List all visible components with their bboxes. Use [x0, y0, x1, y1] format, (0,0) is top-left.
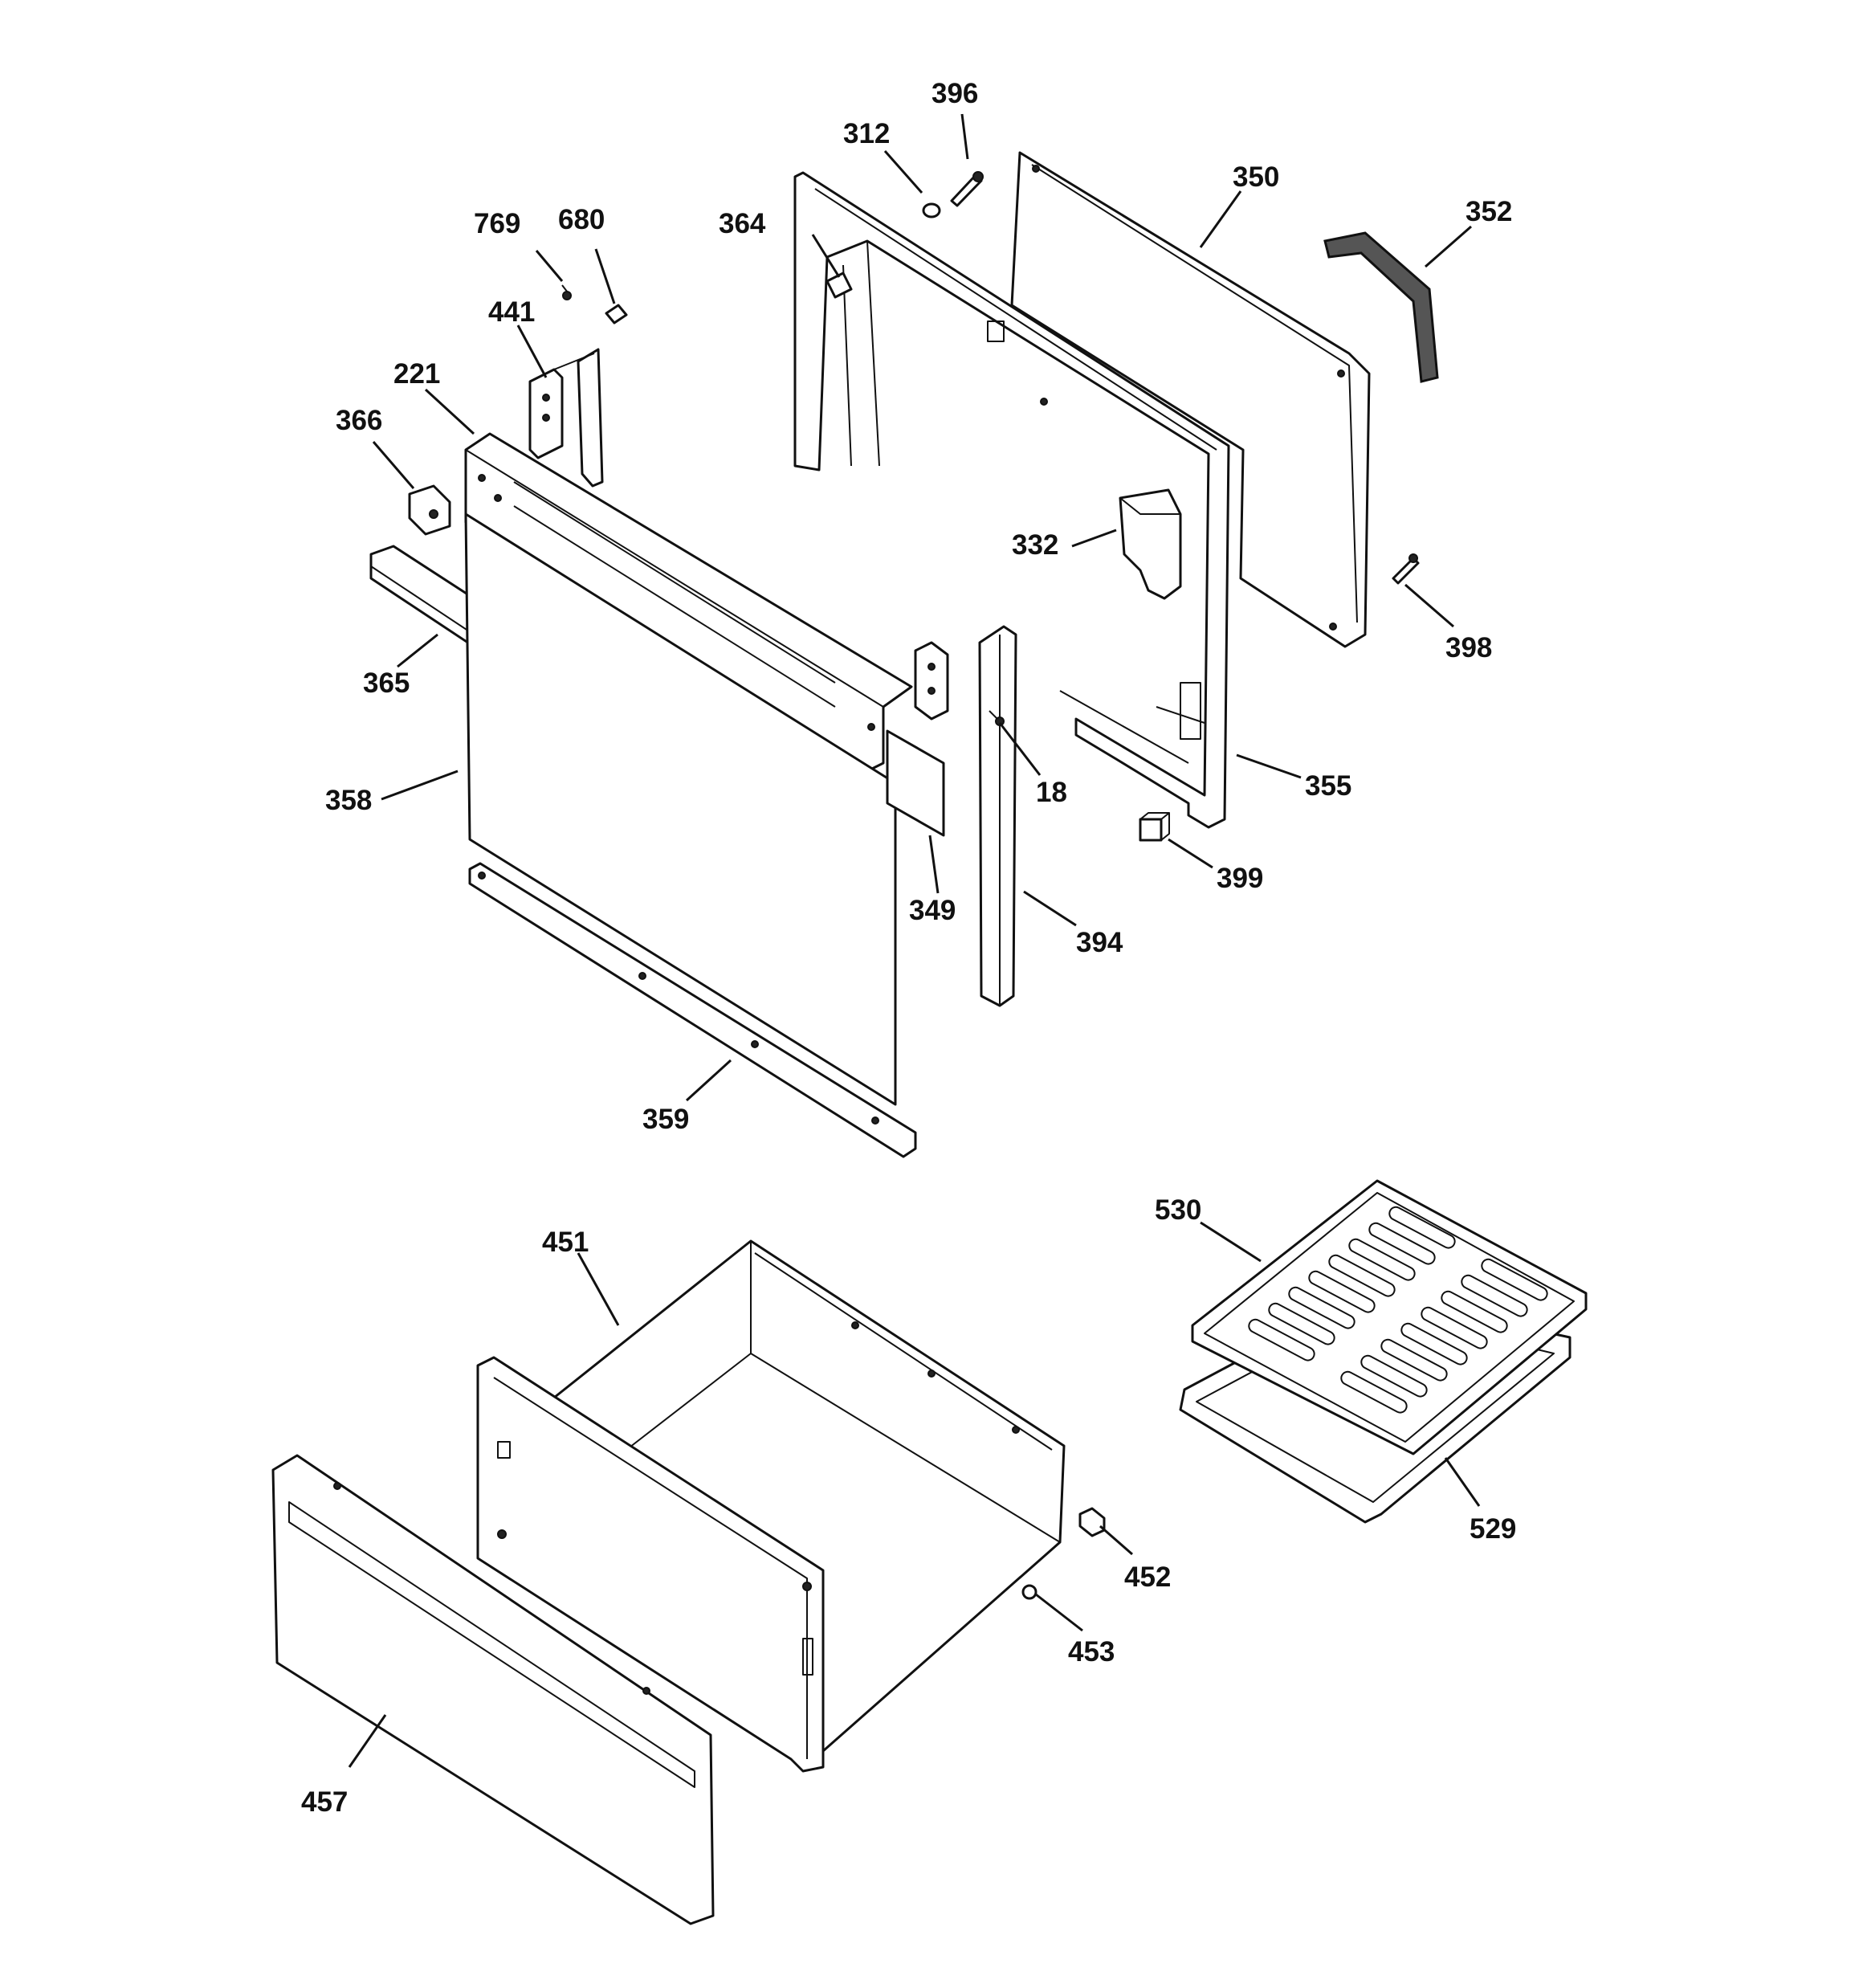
part-366-knob [408, 484, 451, 536]
part-352-gasket [1323, 231, 1439, 383]
part-453-screw [1021, 1584, 1037, 1600]
part-394-side-trim [978, 625, 1017, 1007]
callout-350: 350 [1233, 161, 1279, 193]
callout-365: 365 [363, 667, 410, 699]
grid-slots [1248, 1206, 1548, 1414]
callout-221: 221 [393, 358, 440, 390]
part-312-washer [922, 202, 941, 218]
callout-453: 453 [1068, 1636, 1115, 1668]
callout-labels: 396 312 350 352 364 769 680 441 221 366 … [301, 78, 1516, 1818]
part-332-insulation [1119, 488, 1182, 600]
callout-18: 18 [1036, 777, 1067, 808]
callout-398: 398 [1445, 632, 1492, 663]
callout-396: 396 [932, 78, 978, 109]
part-441-bracket [528, 348, 604, 488]
part-769-screw [561, 284, 572, 300]
callout-349: 349 [909, 895, 956, 926]
part-350-door-panel [1010, 151, 1371, 648]
callout-355: 355 [1305, 770, 1351, 802]
callout-358: 358 [325, 785, 372, 816]
callout-359: 359 [642, 1104, 689, 1135]
callout-394: 394 [1076, 927, 1123, 958]
part-680-screw [605, 304, 628, 325]
part-399-bumper [1139, 812, 1170, 842]
callout-451: 451 [542, 1227, 589, 1258]
part-451-drawer-frame [476, 1356, 825, 1773]
part-349-insulation [886, 729, 945, 837]
part-530-broiler-grid [1191, 1179, 1588, 1455]
part-457-drawer-panel [271, 1454, 715, 1925]
callout-312: 312 [843, 118, 890, 149]
callout-441: 441 [488, 296, 535, 328]
callout-364: 364 [719, 208, 766, 239]
callout-769: 769 [474, 208, 520, 239]
callout-529: 529 [1470, 1513, 1516, 1545]
callout-399: 399 [1217, 863, 1263, 894]
callout-332: 332 [1012, 529, 1058, 561]
part-398-screw [1392, 553, 1420, 585]
part-358-door-glass [464, 512, 897, 1106]
callout-352: 352 [1466, 196, 1512, 227]
callout-680: 680 [558, 204, 605, 235]
part-355-door-frame [793, 171, 1230, 829]
part-18-screw [989, 710, 1005, 726]
callout-530: 530 [1155, 1194, 1201, 1226]
callout-457: 457 [301, 1786, 348, 1818]
part-452-clip [1078, 1507, 1106, 1537]
part-396-screw [950, 171, 984, 207]
callout-452: 452 [1124, 1561, 1171, 1593]
callout-366: 366 [336, 405, 382, 436]
leader-lines [348, 113, 1481, 1768]
part-359-trim [468, 862, 917, 1158]
part-394-bracket [914, 641, 949, 720]
